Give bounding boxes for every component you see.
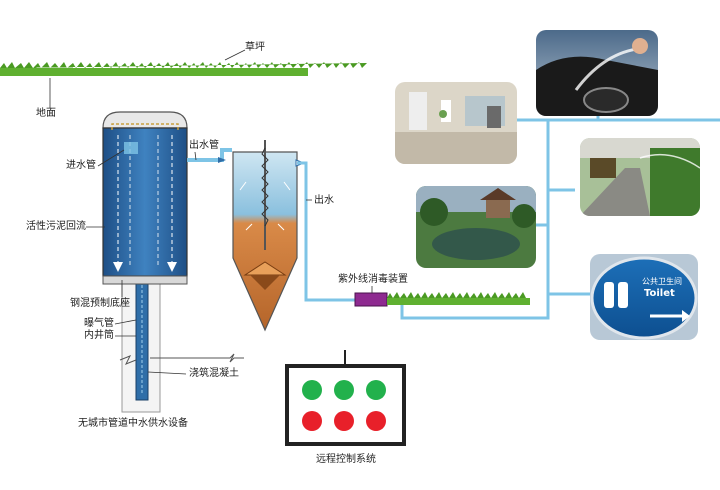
toilet-sign-en: Toilet xyxy=(644,288,675,299)
label-aeration-pipe: 曝气管 xyxy=(84,318,114,329)
photo-toilet-sign: 公共卫生间 Toilet xyxy=(590,254,698,340)
label-water-out: 出水 xyxy=(314,195,334,206)
photo-garden-pond xyxy=(416,186,536,268)
status-led-red-3 xyxy=(366,411,386,431)
label-device-caption: 无城市管道中水供水设备 xyxy=(78,418,188,429)
label-uv-device: 紫外线消毒装置 xyxy=(338,274,408,285)
status-led-red-2 xyxy=(334,411,354,431)
lawn-leader xyxy=(224,49,246,61)
label-inlet-pipe: 进水管 xyxy=(66,160,96,171)
lawn-strip xyxy=(0,62,367,76)
lawn-right xyxy=(387,292,530,305)
uv-device xyxy=(354,292,388,307)
label-sludge-return: 活性污泥回流 xyxy=(26,221,86,232)
outlet-pipe xyxy=(187,148,232,163)
label-lawn: 草坪 xyxy=(245,42,265,53)
photo-car-wash xyxy=(536,30,658,116)
label-steel-base: 钢混预制底座 xyxy=(70,298,130,309)
bioreactor-tank xyxy=(102,111,188,285)
toilet-sign-cn: 公共卫生间 xyxy=(642,277,682,286)
status-led-red-1 xyxy=(302,411,322,431)
label-remote-control: 远程控制系统 xyxy=(316,454,376,465)
photo-restroom xyxy=(395,82,517,164)
status-led-green-2 xyxy=(334,380,354,400)
status-led-green-3 xyxy=(366,380,386,400)
photo-road-greening xyxy=(580,138,700,216)
label-outlet-pipe: 出水管 xyxy=(189,140,219,151)
label-poured-concrete: 浇筑混凝土 xyxy=(189,368,239,379)
status-led-green-1 xyxy=(302,380,322,400)
label-ground: 地面 xyxy=(36,108,56,119)
label-leaders xyxy=(86,149,373,375)
remote-control-box xyxy=(285,350,406,446)
label-inner-well: 内井筒 xyxy=(84,330,114,341)
clarifier-cone xyxy=(232,140,306,332)
